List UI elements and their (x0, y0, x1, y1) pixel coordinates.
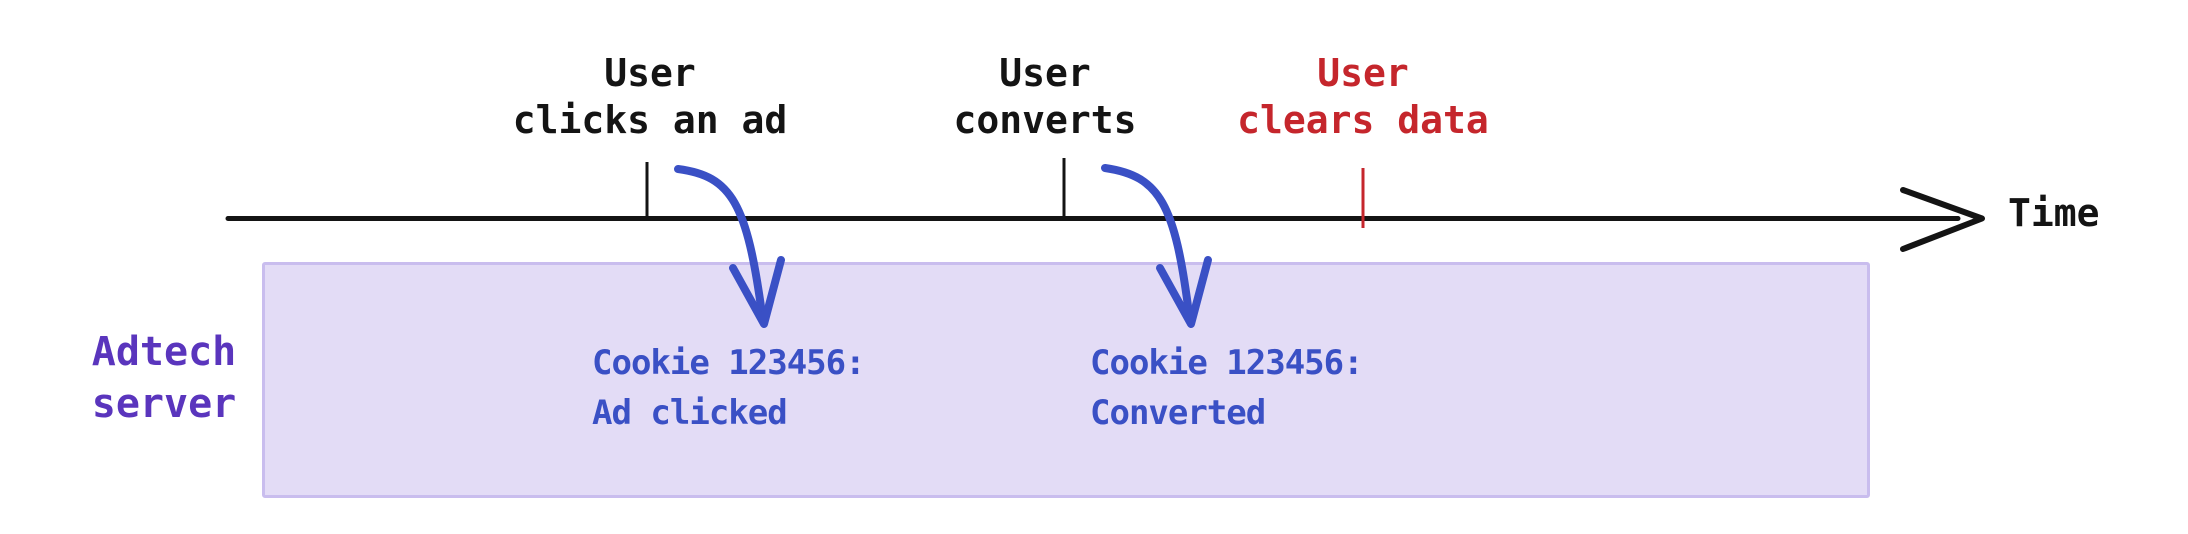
cookie-record-line: Converted (1090, 393, 1266, 433)
event-label-line: clears data (1237, 98, 1489, 142)
event-label-line: User (1317, 51, 1409, 95)
timeline-arrowhead-icon (1900, 187, 1985, 252)
cookie-record-line: Cookie 123456: (592, 343, 866, 383)
event-label-user-clicks-ad: User clicks an ad (440, 50, 860, 144)
cookie-record-converted: Cookie 123456: Converted (1090, 338, 1364, 438)
event-label-line: User (999, 51, 1091, 95)
event-label-user-converts: User converts (835, 50, 1255, 144)
adtech-server-label-line: server (91, 381, 237, 427)
cookie-record-line: Cookie 123456: (1090, 343, 1364, 383)
adtech-server-label-line: Adtech (91, 329, 237, 375)
time-axis-label: Time (2008, 191, 2100, 235)
event-label-user-clears-data: User clears data (1153, 50, 1573, 144)
event-label-line: clicks an ad (512, 98, 788, 142)
event-label-line: User (604, 51, 696, 95)
adtech-server-label: Adtech server (64, 326, 264, 430)
cookie-record-ad-clicked: Cookie 123456: Ad clicked (592, 338, 866, 438)
event-label-line: converts (953, 98, 1137, 142)
adtech-server-box (262, 262, 1870, 498)
cookie-record-line: Ad clicked (592, 393, 788, 433)
